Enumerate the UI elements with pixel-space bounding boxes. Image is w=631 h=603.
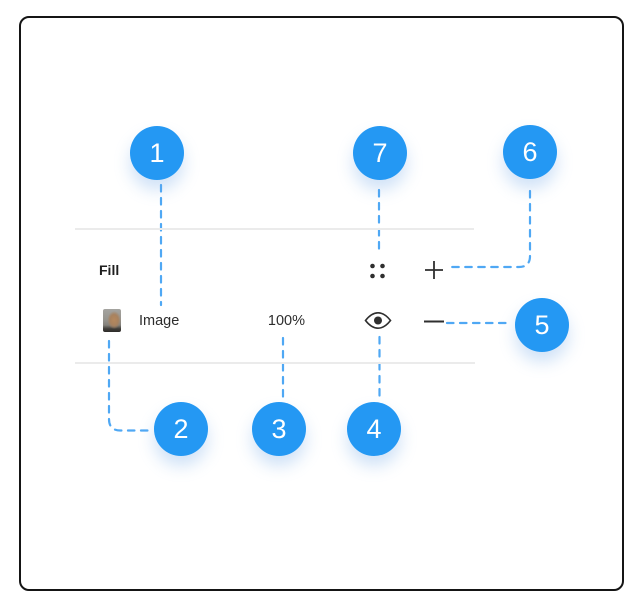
- panel-bottom-divider: [75, 362, 475, 364]
- fill-section-title: Fill: [99, 262, 120, 278]
- opacity-value[interactable]: 100%: [267, 313, 305, 329]
- callout-number-7: 7: [372, 137, 388, 168]
- callout-number-5: 5: [534, 309, 550, 340]
- fill-type-label[interactable]: Image: [139, 313, 180, 329]
- callout-number-4: 4: [366, 413, 382, 444]
- callout-badge-1: 1: [130, 126, 184, 180]
- callout-badge-5: 5: [515, 298, 569, 352]
- callout-number-1: 1: [149, 137, 165, 168]
- callout-number-3: 3: [271, 413, 287, 444]
- four-dots-icon[interactable]: [366, 260, 388, 282]
- figure-border: [19, 16, 624, 591]
- callout-badge-6: 6: [503, 125, 557, 179]
- callout-badge-7: 7: [353, 126, 407, 180]
- eye-icon[interactable]: [364, 311, 392, 330]
- panel-top-divider: [75, 228, 474, 230]
- minus-icon[interactable]: [422, 312, 446, 331]
- callout-badge-4: 4: [347, 402, 401, 456]
- callout-badge-2: 2: [154, 402, 208, 456]
- callout-number-6: 6: [522, 136, 538, 167]
- plus-icon[interactable]: [423, 259, 445, 281]
- fill-thumbnail[interactable]: [103, 309, 121, 332]
- callout-badge-3: 3: [252, 402, 306, 456]
- callout-number-2: 2: [173, 413, 189, 444]
